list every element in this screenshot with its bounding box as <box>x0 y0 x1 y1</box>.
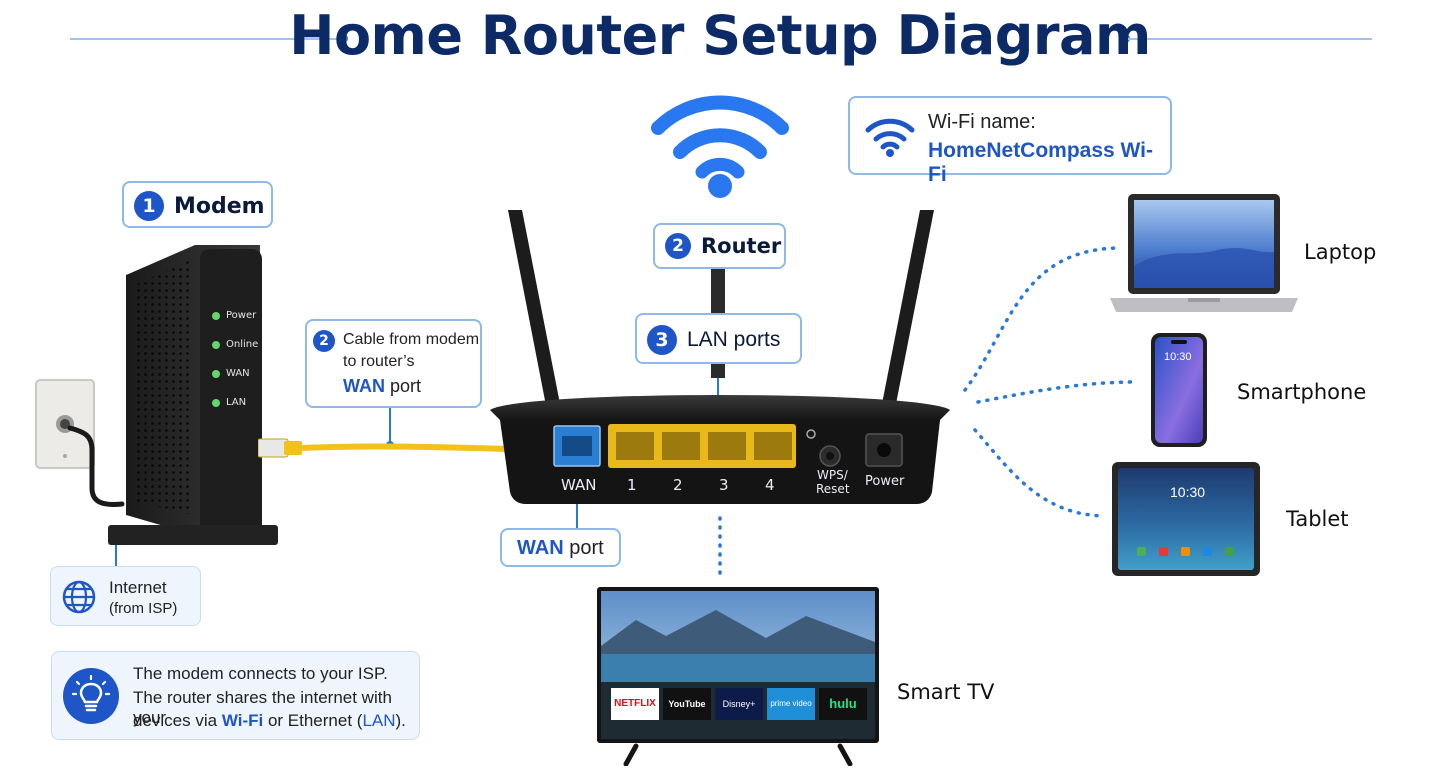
tablet-label: Tablet <box>1286 507 1349 531</box>
internet-label: Internet <box>109 578 167 597</box>
title-dot-right <box>1121 34 1130 43</box>
info-line3-mid: or Ethernet ( <box>263 711 363 730</box>
smart-tv-label: Smart TV <box>897 680 995 704</box>
modem-device <box>108 245 278 545</box>
wan-port-callout: WAN port <box>500 528 621 567</box>
router-device <box>490 210 950 504</box>
modem-label: Modem <box>174 193 265 219</box>
wifi-network-name: HomeNetCompass Wi-Fi <box>928 139 1154 186</box>
step-number: 2 <box>665 233 691 259</box>
lightbulb-icon <box>63 668 119 724</box>
page-title: Home Router Setup Diagram <box>289 4 1151 67</box>
lan-port-4-label: 4 <box>765 476 775 494</box>
led-online-indicator <box>212 341 220 349</box>
link-smartphone <box>976 380 1138 404</box>
led-power-label: Power <box>226 310 257 321</box>
tablet-device <box>1112 462 1260 576</box>
led-lan-indicator <box>212 399 220 407</box>
led-wan-label: WAN <box>226 368 250 379</box>
modem-callout: 1 Modem <box>122 181 273 228</box>
phone-clock: 10:30 <box>1164 351 1192 363</box>
info-note: The modem connects to your ISP. The rout… <box>51 651 420 740</box>
wps-label-line1: WPS/ <box>817 468 848 482</box>
lan-port-1-label: 1 <box>627 476 637 494</box>
step-number: 2 <box>313 330 335 352</box>
cable-text-line3: WAN port <box>343 376 421 397</box>
port-word: port <box>563 537 604 559</box>
app-tile-disney: Disney+ <box>715 688 763 720</box>
info-line2: The router shares the internet with your <box>133 688 392 727</box>
lan-port-3-label: 3 <box>719 476 729 494</box>
laptop-label: Laptop <box>1304 240 1377 264</box>
info-line3-pre: devices via <box>133 711 222 730</box>
wps-label-line2: Reset <box>816 482 850 496</box>
app-tile-prime: prime video <box>767 688 815 720</box>
info-lan-word: LAN <box>362 711 396 730</box>
wifi-name-label: Wi-Fi name: <box>928 111 1036 133</box>
link-laptop <box>963 246 1120 392</box>
cable-callout: 2 Cable from modem to router’s WAN port <box>305 319 482 408</box>
led-power-indicator <box>212 312 220 320</box>
smart-tv-device <box>597 587 879 766</box>
wifi-icon <box>865 118 915 157</box>
link-tablet <box>973 428 1107 518</box>
led-online-label: Online <box>226 339 259 350</box>
power-port-label: Power <box>865 474 905 489</box>
lan-ports-callout: 3 LAN ports <box>635 313 802 364</box>
laptop-device <box>1110 194 1298 312</box>
tablet-clock: 10:30 <box>1170 484 1206 500</box>
title-dot-left <box>339 34 348 43</box>
internet-callout: Internet (from ISP) <box>50 566 201 626</box>
step-number: 3 <box>647 325 677 355</box>
app-tile-netflix: NETFLIX <box>611 688 659 720</box>
cable-wan-word: WAN <box>343 376 385 396</box>
info-wifi-word: Wi-Fi <box>221 711 264 730</box>
router-callout: 2 Router <box>653 223 786 269</box>
lan-port-2-label: 2 <box>673 476 683 494</box>
router-label: Router <box>701 234 782 258</box>
cable-port-word: port <box>385 376 422 396</box>
cable-text-line1: Cable from modem <box>343 331 480 348</box>
info-line3-end: ). <box>395 711 406 730</box>
cable-text-line2: to router’s <box>343 353 415 370</box>
led-lan-label: LAN <box>226 397 247 408</box>
app-tile-youtube: YouTube <box>663 688 711 720</box>
app-tile-hulu: hulu <box>819 688 867 720</box>
internet-source: (from ISP) <box>109 600 178 617</box>
title-rule-left <box>70 38 342 40</box>
wall-outlet <box>35 379 125 507</box>
wifi-name-callout: Wi-Fi name: HomeNetCompass Wi-Fi <box>848 96 1172 186</box>
step-number: 1 <box>134 191 164 221</box>
wan-word: WAN <box>517 537 564 559</box>
info-line3: devices via Wi-Fi or Ethernet (LAN). <box>133 711 406 731</box>
wifi-signal-icon <box>651 95 789 198</box>
info-line1: The modem connects to your ISP. <box>133 664 388 683</box>
led-wan-indicator <box>212 370 220 378</box>
smartphone-label: Smartphone <box>1237 380 1367 404</box>
smartphone-device <box>1151 333 1207 447</box>
tv-app-row: NETFLIX YouTube Disney+ prime video hulu <box>611 688 867 720</box>
lan-ports-label: LAN ports <box>687 328 781 351</box>
globe-icon <box>62 580 96 614</box>
title-rule-right <box>1128 38 1372 40</box>
wan-port-label: WAN <box>561 476 597 494</box>
